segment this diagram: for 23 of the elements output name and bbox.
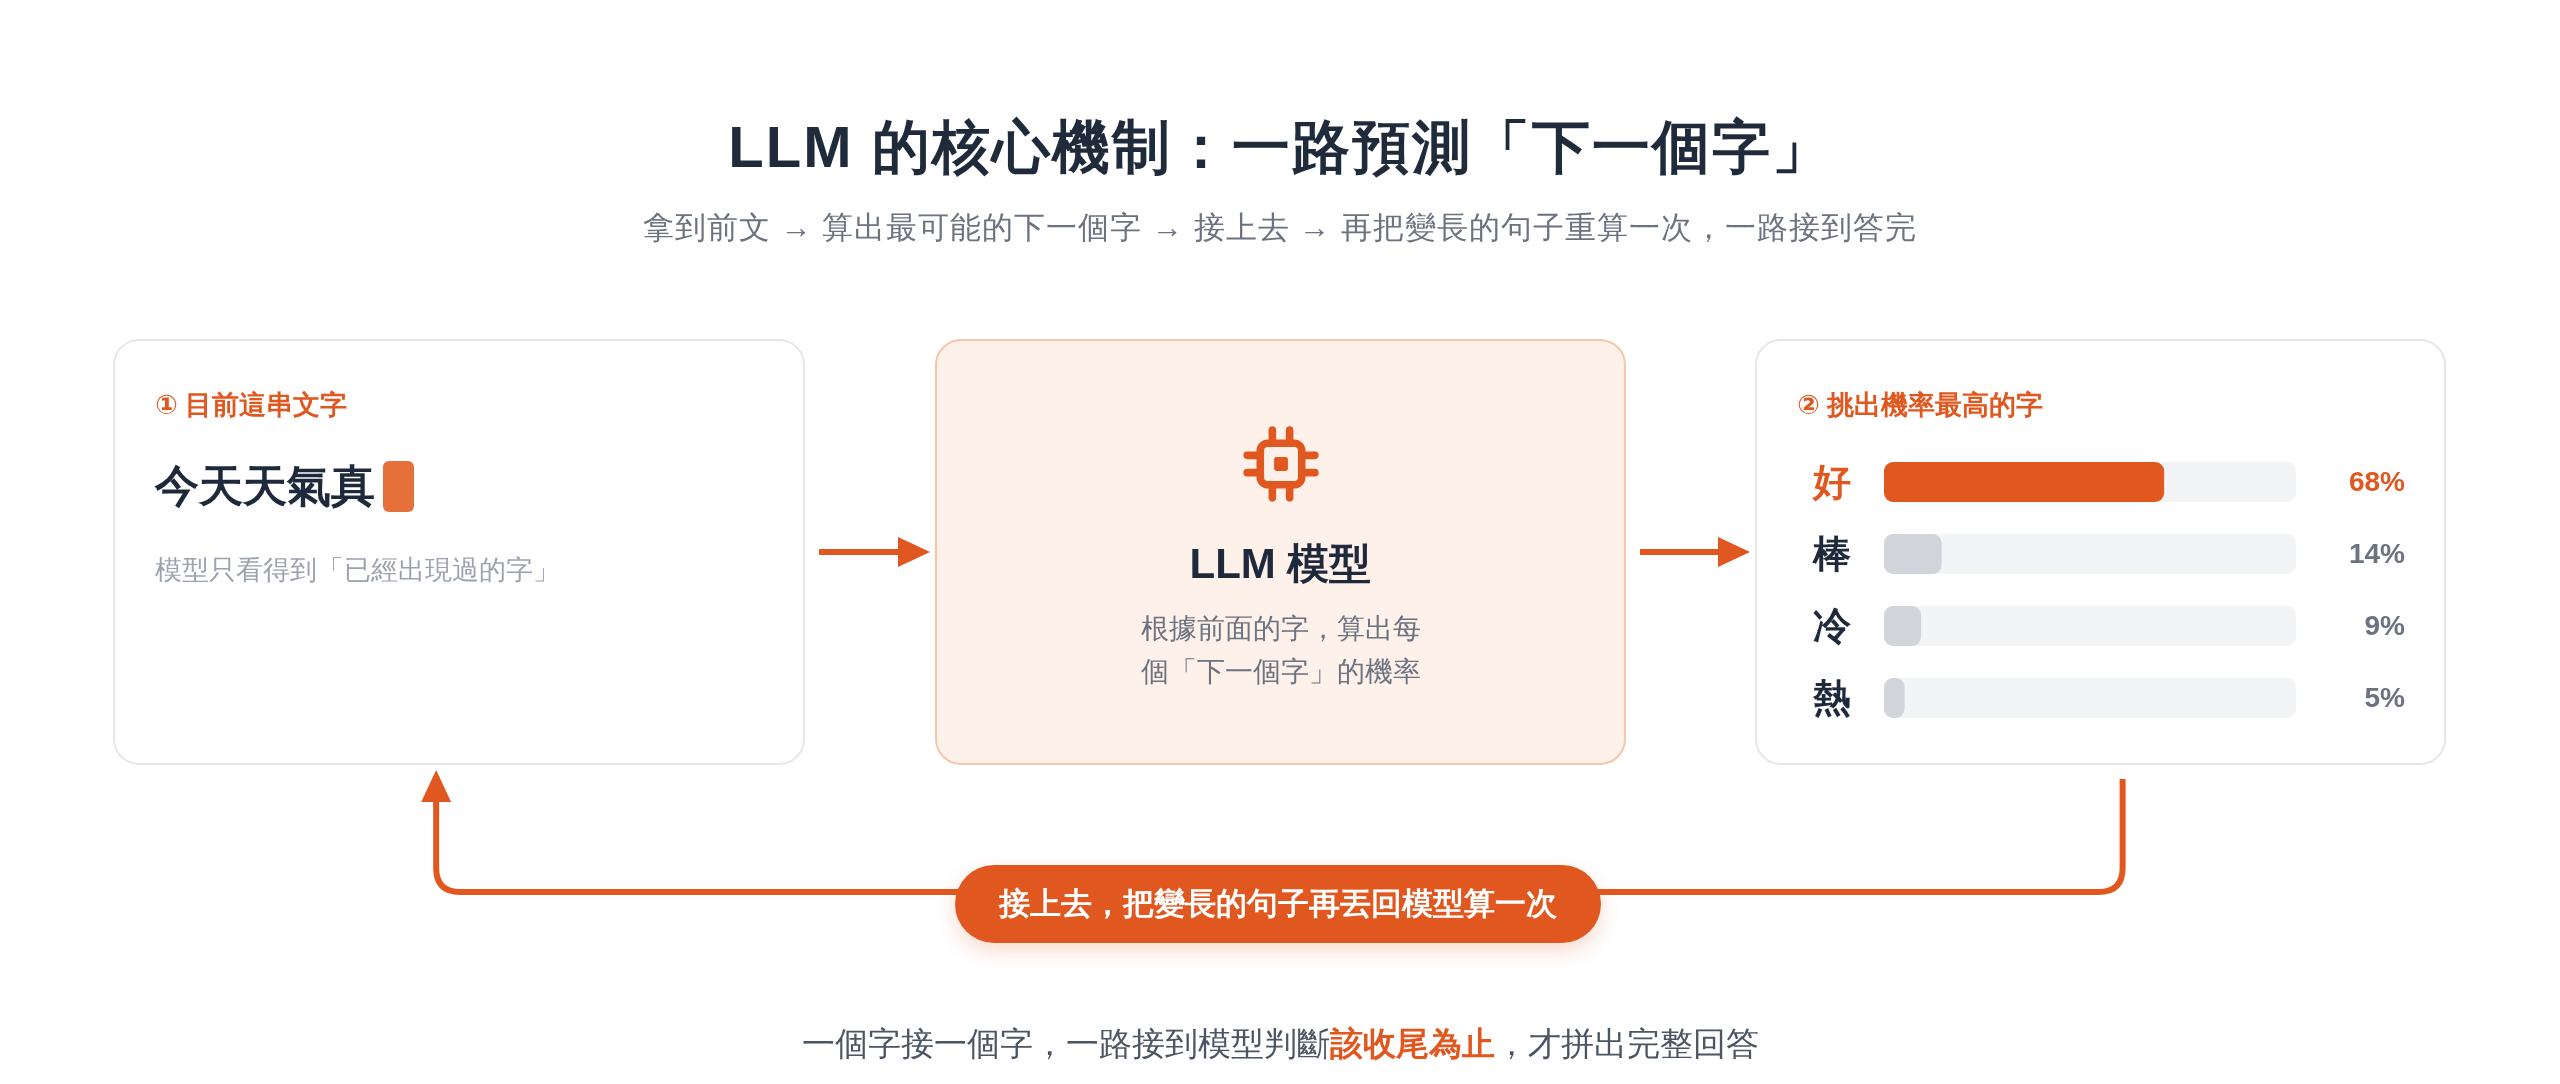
arrow	[819, 537, 930, 567]
candidate-char: 熱	[1813, 678, 1851, 718]
step-heading: ② 挑出機率最高的字	[1797, 389, 2044, 422]
candidate-char: 好	[1813, 462, 1851, 502]
probability-value: 14%	[2348, 537, 2405, 571]
model-card	[935, 339, 1626, 765]
description-text: 根據前面的字，算出每個「下一個字」的機率	[1139, 612, 1422, 689]
note-text: 模型只看得到「已經出現過的字」	[155, 554, 560, 587]
title: LLM 的核心機制：一路預測「下一個字」	[728, 113, 1832, 181]
caption: 一個字接一個字，一路接到模型判斷該收尾為止，才拼出完整回答	[801, 1024, 1759, 1064]
probability-value: 5%	[2364, 681, 2405, 715]
candidate-char: 棒	[1813, 534, 1851, 574]
probability-value: 68%	[2348, 465, 2405, 499]
sentence-text: 今天天氣真	[155, 460, 375, 512]
candidate-char: 冷	[1813, 606, 1851, 646]
step-heading: ① 目前這串文字	[155, 389, 348, 422]
probability-value: 9%	[2364, 609, 2405, 643]
step-card	[113, 339, 805, 765]
model-title: LLM 模型	[1189, 539, 1372, 589]
edge-label: 接上去，把變長的句子再丟回模型算一次	[954, 865, 1601, 943]
subtitle: 拿到前文 → 算出最可能的下一個字 → 接上去 → 再把變長的句子重算一次，一路接到答完	[643, 209, 1917, 247]
arrow	[1640, 537, 1750, 567]
step-card	[1755, 339, 2446, 765]
